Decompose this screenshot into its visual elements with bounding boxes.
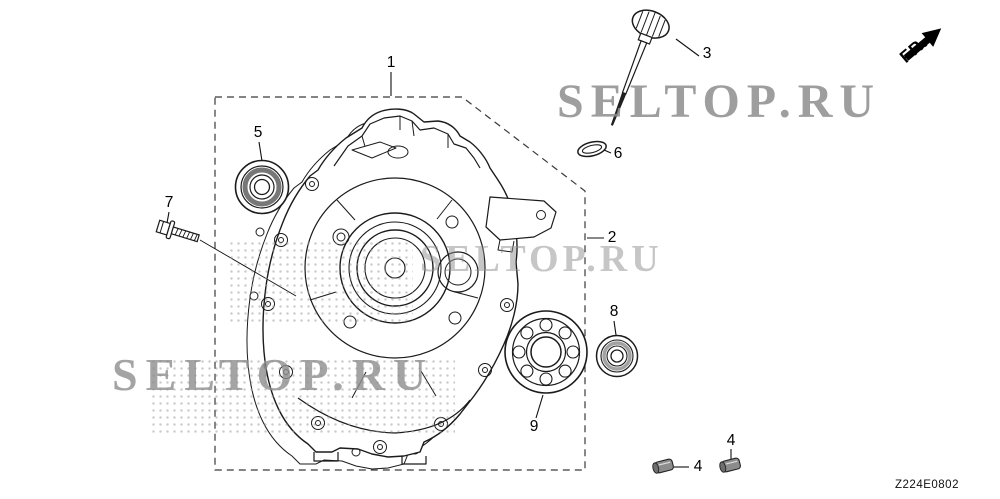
- callout-9[interactable]: 9: [529, 418, 539, 435]
- dowel-pin-right: [719, 457, 741, 473]
- callout-4-left[interactable]: 4: [693, 458, 703, 475]
- parts-boundary-dashed-box: [214, 96, 586, 471]
- bolt-part: [155, 219, 200, 243]
- diagram-code: Z224E0802: [895, 479, 959, 491]
- bearing-small-part: [595, 334, 639, 378]
- crankcase-cover-drawing: [261, 108, 557, 465]
- callout-2[interactable]: 2: [607, 229, 617, 246]
- bearing-large-part: [504, 310, 588, 394]
- fr-arrow-icon: [903, 28, 942, 61]
- callout-1[interactable]: 1: [386, 54, 396, 71]
- dipstick-part: [610, 9, 670, 126]
- oil-seal-part: [234, 159, 290, 215]
- callout-4-right[interactable]: 4: [726, 432, 736, 449]
- oring-part: [577, 140, 607, 158]
- callout-7[interactable]: 7: [164, 194, 174, 211]
- callout-5[interactable]: 5: [253, 124, 263, 141]
- callout-3[interactable]: 3: [702, 45, 712, 62]
- callout-8[interactable]: 8: [609, 303, 619, 320]
- callout-6[interactable]: 6: [613, 145, 623, 162]
- dowel-pin-left: [652, 458, 674, 474]
